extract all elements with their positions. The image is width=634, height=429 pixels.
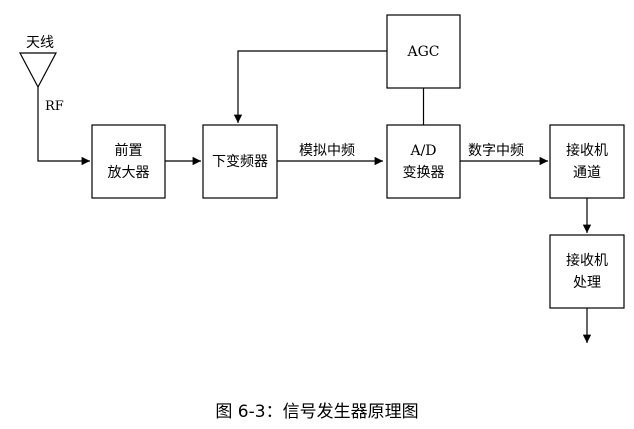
receiver-channel-label-line1: 接收机 xyxy=(566,142,608,159)
adc-label-line1: A/D xyxy=(409,143,436,159)
digital-if-label: 数字中频 xyxy=(468,143,524,159)
receiver-processing-label-line2: 处理 xyxy=(573,275,601,291)
agc-label: AGC xyxy=(406,44,439,60)
figure-caption: 图 6-3：信号发生器原理图 xyxy=(215,402,419,422)
adc-label-line2: 变换器 xyxy=(403,164,445,181)
antenna-icon xyxy=(19,52,57,89)
rf-label: RF xyxy=(45,99,64,114)
receiver-channel-block xyxy=(549,124,625,199)
preamp-label-line2: 放大器 xyxy=(108,165,150,181)
analog-if-label: 模拟中频 xyxy=(299,143,355,159)
downconverter-block xyxy=(202,124,278,199)
receiver-channel-label-line2: 通道 xyxy=(573,165,601,181)
adc-block xyxy=(386,124,461,199)
rf-connector xyxy=(37,87,90,166)
agc-feedback-arrow xyxy=(233,50,387,123)
preamp-label-line1: 前置 xyxy=(115,142,143,159)
agc-block xyxy=(386,14,461,89)
receiver-processing-label-line1: 接收机 xyxy=(566,252,608,269)
preamp-block xyxy=(91,124,166,199)
antenna-label: 天线 xyxy=(26,35,54,51)
receiver-processing-block xyxy=(549,234,625,309)
downconverter-label: 下变频器 xyxy=(212,154,268,170)
